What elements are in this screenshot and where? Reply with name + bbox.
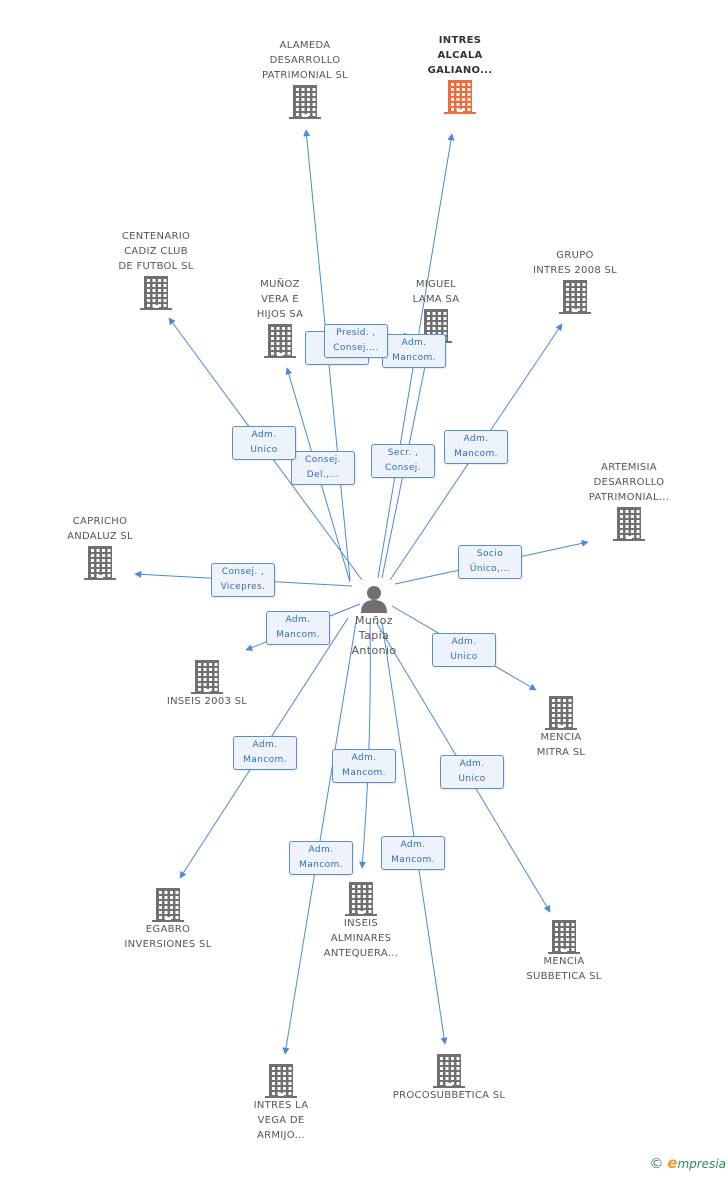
building-icon — [289, 83, 321, 119]
company-node-alameda[interactable]: ALAMEDA DESARROLLO PATRIMONIAL SL — [230, 38, 380, 119]
center-person-node[interactable]: Muñoz Tapia Antonio — [329, 583, 419, 658]
brand-footer: © empresia — [649, 1154, 726, 1172]
building-icon — [433, 1052, 465, 1088]
relation-label-munoz-vera[interactable]: Consej. Del.,... — [291, 451, 355, 485]
relation-label-artemisia[interactable]: Socio Único,... — [458, 545, 522, 579]
company-name: INTRES LA VEGA DE ARMIJO... — [253, 1100, 309, 1141]
relation-label-centenario[interactable]: Adm. Unico — [232, 426, 296, 460]
building-icon — [84, 544, 116, 580]
building-icon — [545, 694, 577, 730]
relation-label-miguel-lama[interactable]: Secr. , Consej. — [371, 444, 435, 478]
relation-edge-inseis-alminares — [359, 621, 371, 869]
company-node-artemisia[interactable]: ARTEMISIA DESARROLLO PATRIMONIAL... — [554, 460, 704, 541]
relation-label-intres-alcala[interactable]: Adm. Mancom. — [382, 334, 446, 368]
company-node-intres-alcala[interactable]: INTRES ALCALA GALIANO... — [385, 33, 535, 114]
company-node-munoz-vera[interactable]: MUÑOZ VERA E HIJOS SA — [205, 277, 355, 358]
relation-label-intres-vega[interactable]: Adm. Mancom. — [289, 841, 353, 875]
company-name: INSEIS ALMINARES ANTEQUERA... — [323, 918, 399, 959]
company-name: PROCOSUBBETICA SL — [392, 1090, 506, 1101]
relation-edge-procosubbetica — [381, 621, 448, 1045]
company-node-egabro[interactable]: EGABRO INVERSIONES SL — [93, 886, 243, 952]
company-name: MUÑOZ VERA E HIJOS SA — [256, 279, 304, 320]
building-icon — [444, 78, 476, 114]
relation-label-egabro[interactable]: Adm. Mancom. — [233, 736, 297, 770]
relation-label-inseis2003[interactable]: Adm. Mancom. — [266, 611, 330, 645]
brand-initial: e — [667, 1154, 678, 1172]
company-name: MENCIA SUBBETICA SL — [526, 956, 602, 982]
company-name: EGABRO INVERSIONES SL — [124, 924, 212, 950]
relation-label-procosubbetica[interactable]: Adm. Mancom. — [381, 836, 445, 870]
relation-label-grupo-intres[interactable]: Adm. Mancom. — [444, 430, 508, 464]
relation-label-inseis-alminares[interactable]: Adm. Mancom. — [332, 749, 396, 783]
relation-label-capricho[interactable]: Consej. , Vicepres. — [211, 563, 275, 597]
company-name: GRUPO INTRES 2008 SL — [532, 250, 618, 276]
company-name: ALAMEDA DESARROLLO PATRIMONIAL SL — [261, 40, 349, 81]
building-icon — [345, 880, 377, 916]
building-icon — [191, 658, 223, 694]
relation-edge-intres-vega — [282, 621, 357, 1055]
brand-name: mpresia — [677, 1157, 726, 1171]
person-icon — [361, 586, 387, 613]
company-node-mencia-mitra[interactable]: MENCIA MITRA SL — [486, 694, 636, 760]
company-node-capricho[interactable]: CAPRICHO ANDALUZ SL — [25, 514, 175, 580]
company-name: CAPRICHO ANDALUZ SL — [67, 516, 133, 542]
building-icon — [559, 278, 591, 314]
copyright-symbol: © — [649, 1156, 664, 1172]
relation-label-mencia-subbetica[interactable]: Adm. Unico — [440, 755, 504, 789]
company-node-intres-vega[interactable]: INTRES LA VEGA DE ARMIJO... — [206, 1062, 356, 1143]
company-name: MIGUEL LAMA SA — [412, 279, 460, 305]
building-icon — [613, 505, 645, 541]
company-name: INTRES ALCALA GALIANO... — [427, 35, 493, 76]
company-name: CENTENARIO CADIZ CLUB DE FUTBOL SL — [118, 231, 194, 272]
company-node-inseis-alminares[interactable]: INSEIS ALMINARES ANTEQUERA... — [286, 880, 436, 961]
building-icon — [152, 886, 184, 922]
company-node-inseis2003[interactable]: INSEIS 2003 SL — [132, 658, 282, 709]
company-node-centenario[interactable]: CENTENARIO CADIZ CLUB DE FUTBOL SL — [81, 229, 231, 310]
center-person-name: Muñoz Tapia Antonio — [351, 614, 397, 657]
relation-label-miguel-lama[interactable]: Presid. , Consej.... — [324, 324, 388, 358]
company-name: MENCIA MITRA SL — [536, 732, 586, 758]
company-node-grupo-intres[interactable]: GRUPO INTRES 2008 SL — [500, 248, 650, 314]
company-node-mencia-subbetica[interactable]: MENCIA SUBBETICA SL — [489, 918, 639, 984]
company-name: INSEIS 2003 SL — [166, 696, 248, 707]
building-icon — [265, 1062, 297, 1098]
building-icon — [264, 322, 296, 358]
company-name: ARTEMISIA DESARROLLO PATRIMONIAL... — [588, 462, 670, 503]
building-icon — [548, 918, 580, 954]
building-icon — [140, 274, 172, 310]
relation-label-mencia-mitra[interactable]: Adm. Unico — [432, 633, 496, 667]
company-node-procosubbetica[interactable]: PROCOSUBBETICA SL — [374, 1052, 524, 1103]
